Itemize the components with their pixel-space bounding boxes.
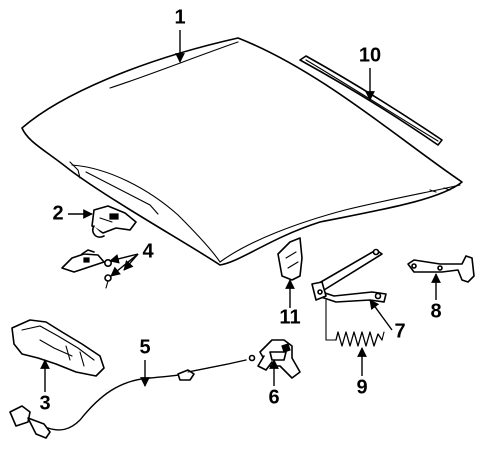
callout-6: 6 [268, 386, 279, 408]
hood-insulator-cover [277, 237, 303, 281]
callout-9: 9 [356, 376, 367, 398]
hood-release-handle [11, 319, 105, 377]
callout-1: 1 [174, 6, 185, 28]
latch-hardware [61, 249, 113, 289]
hood-spring [325, 299, 385, 347]
callout-8: 8 [430, 300, 441, 322]
callout-5: 5 [139, 336, 150, 358]
callout-3: 3 [39, 392, 50, 414]
callout-4: 4 [142, 240, 154, 262]
hood-hinge [407, 255, 475, 283]
hood-hinge-arm [311, 248, 387, 303]
leader-lines [40, 30, 441, 392]
callout-10: 10 [359, 44, 381, 66]
hood-release-cable [9, 354, 256, 439]
callout-11: 11 [279, 306, 300, 328]
callout-7: 7 [394, 320, 405, 342]
callout-2: 2 [52, 202, 63, 224]
hood-latch-bracket [91, 205, 137, 238]
hood-latch-assembly [257, 339, 301, 379]
hood-panel [21, 37, 463, 266]
